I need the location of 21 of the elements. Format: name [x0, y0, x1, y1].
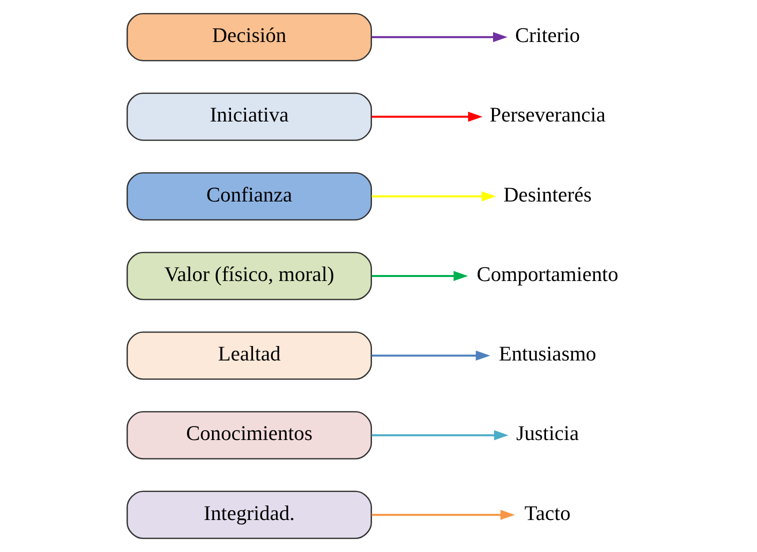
node-text: Tacto: [524, 500, 571, 525]
node-text: Comportamiento: [476, 262, 618, 286]
node-box: Decisión: [126, 12, 372, 62]
node-text: Desinterés: [503, 182, 592, 206]
node-text: Perseverancia: [490, 102, 606, 127]
node-box: Confianza: [126, 172, 372, 221]
node-box: Conocimientos: [126, 411, 372, 460]
arrow: [372, 191, 496, 202]
node-text: Entusiasmo: [498, 342, 596, 366]
node-box: Valor (físico, moral): [126, 252, 372, 300]
node-box: Iniciativa: [126, 92, 372, 141]
node-text: Justicia: [516, 421, 579, 446]
node-text: Criterio: [515, 23, 580, 48]
arrow: [372, 112, 482, 122]
arrow: [372, 32, 508, 42]
arrow: [372, 510, 515, 520]
arrow: [372, 350, 490, 361]
arrow: [372, 430, 508, 440]
arrow: [372, 270, 468, 282]
node-box: Integridad.: [126, 490, 372, 540]
node-box: Lealtad: [126, 331, 372, 380]
